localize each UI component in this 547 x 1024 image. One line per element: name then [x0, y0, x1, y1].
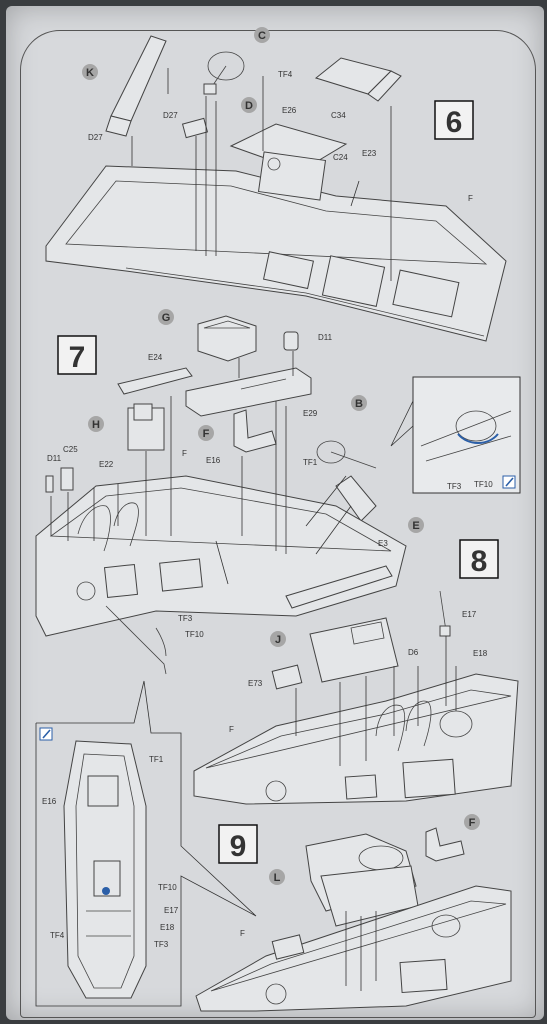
step-7-inset: TF3 TF10: [390, 376, 521, 494]
svg-text:F: F: [203, 428, 210, 440]
instruction-sheet: C K D TF4 C34 D27 E26 D27 C24 E23 F 6: [6, 6, 544, 1020]
callout-k: K: [82, 64, 98, 80]
label-e73: E73: [248, 679, 263, 688]
step-7-badge: 7: [57, 335, 97, 375]
callout-f-9: F: [464, 814, 480, 830]
label-c25: C25: [63, 445, 78, 454]
callout-j: J: [270, 631, 286, 647]
callout-f: F: [198, 425, 214, 441]
label-e26: E26: [282, 106, 297, 115]
svg-text:B: B: [355, 398, 363, 410]
label-e22: E22: [99, 460, 114, 469]
label-c24: C24: [333, 153, 348, 162]
label-tf4: TF4: [278, 70, 293, 79]
step-6-drawing: C K D TF4 C34 D27 E26 D27 C24 E23 F 6: [45, 27, 507, 342]
step-8-badge: 8: [459, 539, 499, 579]
label-e29: E29: [303, 409, 318, 418]
inset-label-e16: E16: [42, 797, 57, 806]
callout-c: C: [254, 27, 270, 43]
callout-e: E: [408, 517, 424, 533]
step-7-drawing: 7: [35, 309, 521, 675]
label-e17: E17: [462, 610, 477, 619]
inset-label-e17: E17: [164, 906, 179, 915]
inset-label-e18: E18: [160, 923, 175, 932]
label-f-7: F: [182, 449, 187, 458]
label-d11-b: D11: [47, 454, 62, 463]
label-d27-b: D27: [88, 133, 103, 142]
label-e16: E16: [206, 456, 221, 465]
svg-text:7: 7: [69, 341, 86, 374]
callout-g: G: [158, 309, 174, 325]
page-frame: [20, 30, 536, 1018]
svg-text:6: 6: [446, 106, 463, 139]
callout-d: D: [241, 97, 257, 113]
svg-text:F: F: [469, 817, 476, 829]
inset-label-tf10: TF10: [474, 480, 493, 489]
callout-h: H: [88, 416, 104, 432]
label-tf3: TF3: [178, 614, 193, 623]
pencil-icon: [39, 727, 53, 741]
step-6-badge: 6: [434, 100, 474, 140]
label-f-8: F: [229, 725, 234, 734]
label-d6: D6: [408, 648, 419, 657]
pencil-icon: [502, 475, 516, 489]
svg-text:H: H: [92, 419, 100, 431]
label-tf1: TF1: [303, 458, 318, 467]
label-e18: E18: [473, 649, 488, 658]
step-8-inset: TF1 E16 TF10 E17 E18 TF4 TF3: [35, 680, 257, 1007]
callout-b: B: [351, 395, 367, 411]
label-e24: E24: [148, 353, 163, 362]
label-tf10: TF10: [185, 630, 204, 639]
callout-l: L: [269, 869, 285, 885]
step-8-drawing: 8: [35, 539, 519, 1007]
label-d27: D27: [163, 111, 178, 120]
inset-label-tf3: TF3: [447, 482, 462, 491]
inset-label-tf4: TF4: [50, 931, 65, 940]
svg-text:K: K: [86, 67, 94, 79]
label-f: F: [468, 194, 473, 203]
step-9-drawing: 9 L F: [195, 814, 512, 1012]
svg-text:E: E: [412, 520, 419, 532]
label-e23: E23: [362, 149, 377, 158]
label-f-9: F: [240, 929, 245, 938]
svg-text:L: L: [274, 872, 281, 884]
svg-text:G: G: [162, 312, 171, 324]
svg-text:J: J: [275, 634, 281, 646]
assembly-drawings: C K D TF4 C34 D27 E26 D27 C24 E23 F 6: [35, 27, 521, 1012]
inset-label-tf10: TF10: [158, 883, 177, 892]
svg-text:C: C: [258, 30, 266, 42]
label-c34: C34: [331, 111, 346, 120]
svg-text:8: 8: [471, 545, 488, 578]
svg-text:9: 9: [230, 830, 247, 863]
label-d11: D11: [318, 333, 333, 342]
step-9-badge: 9: [218, 824, 258, 864]
label-e3: E3: [378, 539, 388, 548]
svg-text:D: D: [245, 100, 253, 112]
inset-label-tf1: TF1: [149, 755, 164, 764]
inset-label-tf3: TF3: [154, 940, 169, 949]
